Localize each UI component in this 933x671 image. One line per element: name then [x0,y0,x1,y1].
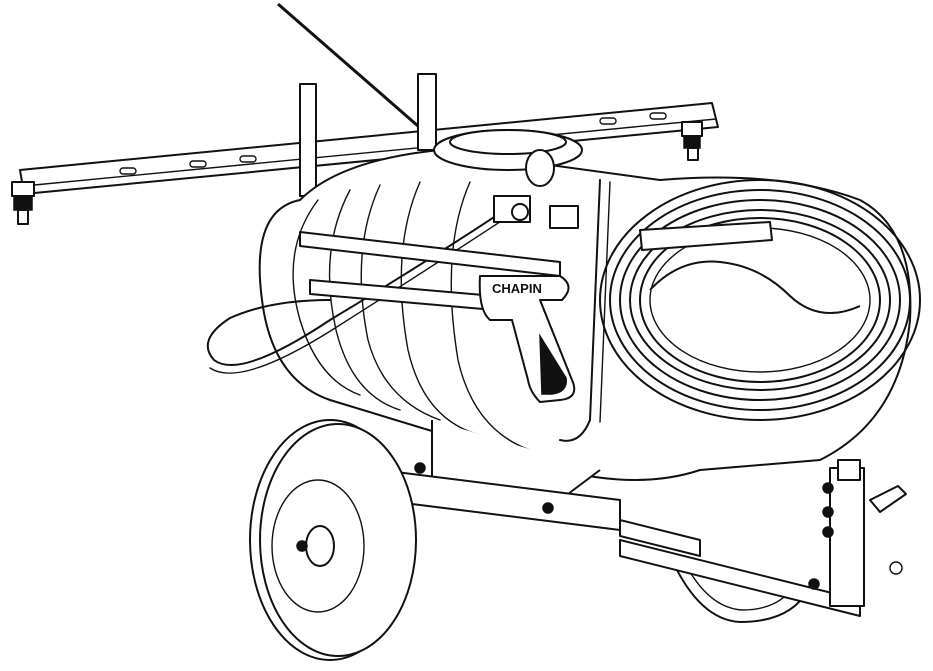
boom-slots [119,112,667,175]
loose-hose [206,179,611,442]
right-nozzle [681,121,703,161]
spray-gun: CHAPIN [478,275,576,403]
hose-reel [599,179,921,421]
rear-wheel [671,559,809,623]
front-wheel [249,419,417,661]
left-nozzle [11,181,35,225]
chassis [379,459,907,617]
brand-label: CHAPIN [492,281,542,296]
valve-assembly [493,195,579,229]
boom-bar [11,73,719,225]
